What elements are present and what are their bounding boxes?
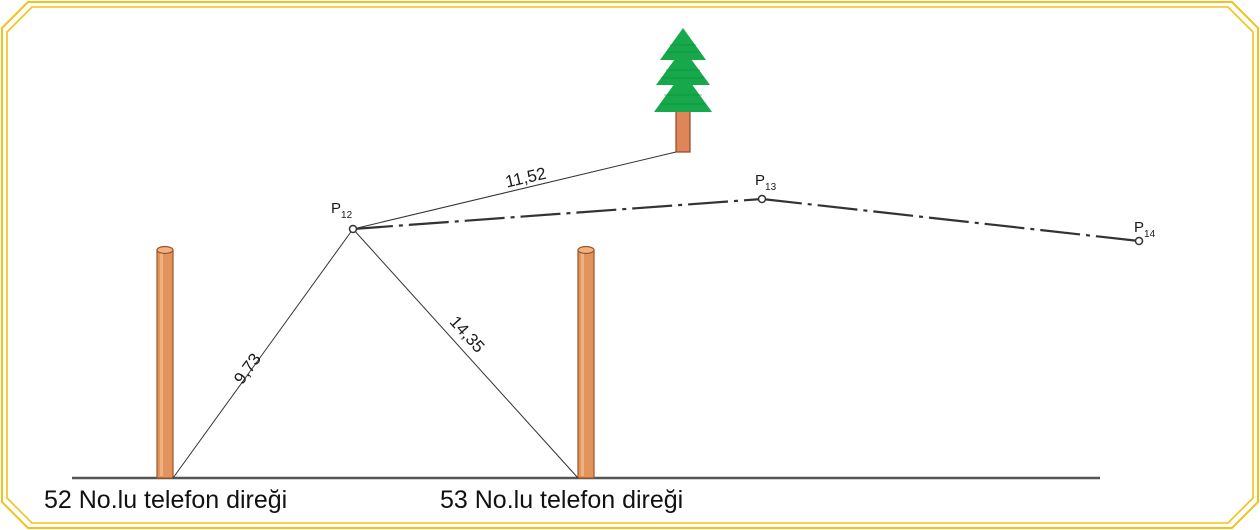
measure-line-p12-tree [352,151,677,230]
caption-pole-53: 53 No.lu telefon direği [440,486,683,514]
point-marker-p14 [1134,236,1144,246]
point-marker-p13 [757,194,767,204]
point-marker-p12 [348,224,358,234]
caption-pole-52: 52 No.lu telefon direği [44,486,287,514]
point-label-p12: P12 [331,200,353,221]
distance-label-14-35: 14,35 [446,312,489,356]
distance-label-9-73: 9,73 [230,350,265,388]
telephone-pole-52 [156,245,174,479]
measure-line-pole52-p12 [172,228,354,479]
measure-line-p12-pole53 [352,228,579,479]
traverse-line-p12-p13 [352,197,763,231]
point-label-p14: P14 [1134,219,1156,240]
traverse-line-p13-p14 [761,197,1140,243]
point-label-p13: P13 [755,172,777,193]
distance-label-11-52: 11,52 [504,164,548,192]
telephone-pole-53 [577,245,595,479]
tree-icon [654,28,712,153]
inner-frame [6,6,1254,524]
